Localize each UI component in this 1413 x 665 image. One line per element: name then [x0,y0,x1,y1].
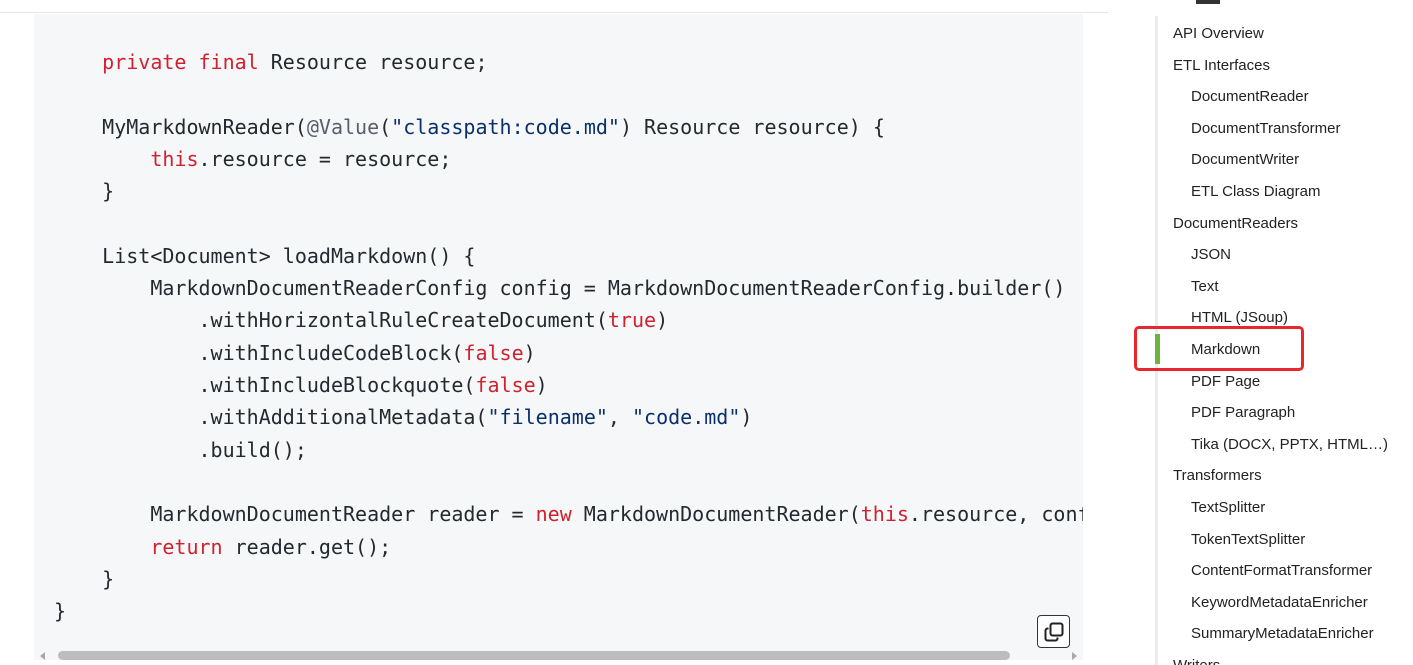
highlight-annotation-box [1134,326,1304,371]
toc-item-pdf-page[interactable]: PDF Page [1191,372,1261,390]
code-token: MarkdownDocumentReader reader = [54,502,536,527]
code-line: return reader.get(); [54,531,391,563]
toc-item-keywordmetadataenricher[interactable]: KeywordMetadataEnricher [1191,593,1368,611]
code-token: MarkdownDocumentReader( [571,502,861,527]
code-line: .withAdditionalMetadata("filename", "cod… [54,401,752,433]
code-token-kw: private final [102,50,259,74]
toc-item-documentwriter[interactable]: DocumentWriter [1191,151,1300,169]
top-divider [0,12,1108,13]
code-line: MarkdownDocumentReaderConfig config = Ma… [54,272,1065,304]
scroll-right-arrow-icon[interactable] [1072,652,1077,660]
code-token-kw: this [150,146,199,171]
code-line: .withHorizontalRuleCreateDocument(true) [54,304,668,336]
scrollbar-thumb[interactable] [58,651,1010,660]
code-token: ( [379,114,392,139]
code-token-str: "code.md" [632,405,741,430]
code-token [54,147,150,171]
code-token-kw: this [860,502,909,527]
code-line: private final Resource resource; [54,46,488,78]
toc-item-contentformattransformer[interactable]: ContentFormatTransformer [1191,562,1373,580]
toc-item-markdown[interactable]: Markdown [1191,341,1261,358]
toc-active-indicator [1155,334,1160,364]
code-token-ann: @Value [306,114,380,139]
code-token: List<Document> loadMarkdown() { [54,243,476,268]
copy-icon [1044,622,1063,641]
code-token: , [607,405,632,430]
copy-code-button[interactable] [1037,615,1070,648]
code-line: .withIncludeBlockquote(false) [54,369,548,401]
code-token: ) [523,340,536,365]
code-token: .withHorizontalRuleCreateDocument( [54,308,608,333]
code-line: MarkdownDocumentReader reader = new Mark… [54,498,1083,530]
code-token: } [54,599,67,624]
code-token [54,50,102,74]
code-line: List<Document> loadMarkdown() { [54,240,475,272]
code-token: .withIncludeCodeBlock( [54,340,464,365]
code-token-kw: false [475,373,536,397]
code-token: ) [535,373,548,397]
code-token: .withIncludeBlockquote( [54,373,476,397]
toc-item-api-overview[interactable]: API Overview [1173,25,1264,42]
toc-item-writers[interactable]: Writers [1173,655,1220,665]
code-token: reader.get(); [222,534,392,559]
code-token: ) [656,308,669,333]
code-token: } [54,566,115,591]
code-token-kw: new [535,502,572,527]
code-token-kw: false [463,340,524,365]
toc-heading-fragment [1196,0,1220,4]
code-line: .build(); [54,434,307,466]
toc-item-html-jsoup[interactable]: HTML (JSoup) [1191,309,1288,327]
toc-item-summarymetadataenricher[interactable]: SummaryMetadataEnricher [1191,625,1374,643]
code-token: Resource resource; [258,50,488,74]
toc-item-etl-interfaces[interactable]: ETL Interfaces [1173,56,1270,74]
code-line: this.resource = resource; [54,143,451,175]
code-token: .withAdditionalMetadata( [54,405,488,430]
code-token-kw: return [150,534,223,559]
code-token: ) [740,405,753,430]
code-line: .withIncludeCodeBlock(false) [54,337,536,369]
toc-item-documentreaders[interactable]: DocumentReaders [1173,214,1299,232]
code-token: ) Resource resource) { [619,114,885,139]
code-line: } [54,595,66,627]
toc-item-pdf-paragraph[interactable]: PDF Paragraph [1191,404,1296,422]
toc-item-transformers[interactable]: Transformers [1173,467,1262,485]
code-token: MarkdownDocumentReaderConfig config = Ma… [54,276,1066,301]
code-token: MyMarkdownReader( [54,114,307,139]
code-block: private final Resource resource; MyMarkd… [34,14,1083,660]
code-horizontal-scrollbar[interactable] [34,651,1083,661]
code-token: .resource, config); [908,502,1083,527]
code-line: } [54,175,114,207]
code-token-str: "filename" [487,405,608,430]
toc-item-documenttransformer[interactable]: DocumentTransformer [1191,119,1341,137]
code-token-str: "classpath:code.md" [391,114,620,139]
code-token [54,535,150,559]
toc-item-text[interactable]: Text [1191,277,1219,295]
toc-item-documentreader[interactable]: DocumentReader [1191,88,1309,106]
code-token-kw: true [607,308,657,333]
toc-item-json[interactable]: JSON [1191,246,1232,264]
code-line: MyMarkdownReader(@Value("classpath:code.… [54,111,885,143]
code-token: } [54,179,115,204]
toc-item-textsplitter[interactable]: TextSplitter [1191,499,1266,516]
code-line: } [54,563,114,595]
code-token: .resource = resource; [198,146,452,171]
code-token: .build(); [54,437,307,462]
code-content: private final Resource resource; MyMarkd… [54,46,1083,660]
scroll-left-arrow-icon[interactable] [40,652,45,660]
toc-item-tika-docx-pptx-html[interactable]: Tika (DOCX, PPTX, HTML…) [1191,435,1388,453]
toc-item-tokentextsplitter[interactable]: TokenTextSplitter [1191,530,1306,548]
toc-item-etl-class-diagram[interactable]: ETL Class Diagram [1191,183,1321,200]
